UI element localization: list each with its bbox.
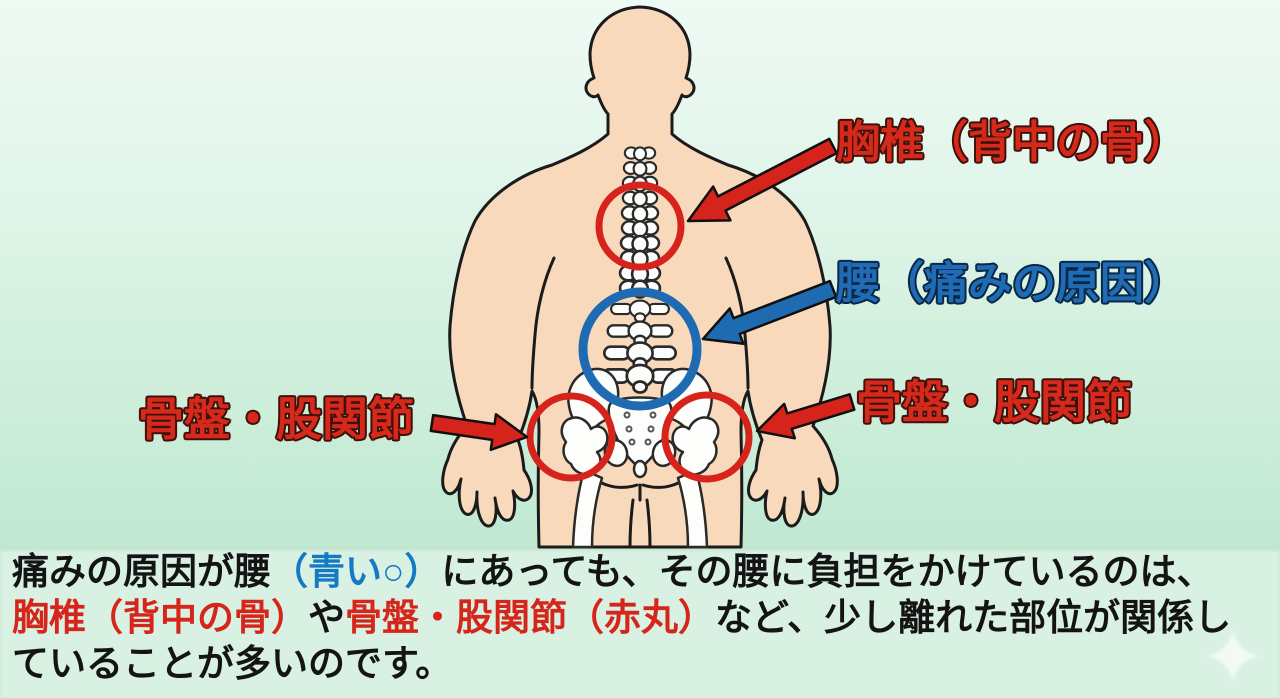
caption-text: 痛みの原因が腰（青い○）にあっても、その腰に負担をかけているのは、 胸椎（背中の… [12, 549, 1280, 687]
pelvis-right-arrow [755, 393, 856, 440]
label-lumbar: 腰（痛みの原因） [836, 259, 1188, 308]
label-pelvis-right: 骨盤・股関節 [856, 376, 1132, 428]
sparkle-icon [1205, 629, 1261, 683]
lumbar-arrow [701, 279, 838, 346]
thoracic-arrow [686, 137, 838, 223]
thoracic-marker-circle [595, 181, 685, 271]
caption-segment: 痛みの原因が腰 [12, 551, 271, 592]
skeleton [560, 146, 720, 549]
caption-segment: にあっても、その腰に負担をかけているのは、 [441, 551, 1214, 592]
caption-segment: や [308, 597, 345, 638]
caption-segment: など、少し離れた部位が関係し [715, 597, 1232, 638]
caption-segment: ていることが多いのです。 [12, 643, 453, 684]
hip-right-marker-circle [661, 391, 753, 483]
caption-segment-red: 胸椎（背中の骨） [12, 597, 308, 638]
pelvis-left-arrow [429, 412, 529, 452]
caption-segment-blue: （青い○） [271, 551, 442, 592]
caption-line-3: ていることが多いのです。 [12, 641, 1280, 687]
label-thoracic: 胸椎（背中の骨） [836, 118, 1188, 167]
femurs [560, 416, 720, 549]
caption-panel [0, 547, 1280, 698]
hip-left-marker-circle [526, 392, 616, 482]
caption-line-2: 胸椎（背中の骨）や骨盤・股関節（赤丸）など、少し離れた部位が関係し [12, 595, 1280, 641]
lumbar-marker-circle [578, 287, 702, 411]
label-pelvis-left: 骨盤・股関節 [138, 393, 414, 445]
sacral-foramina [623, 411, 657, 446]
caption-line-1: 痛みの原因が腰（青い○）にあっても、その腰に負担をかけているのは、 [12, 549, 1280, 595]
coccyx [632, 459, 648, 479]
caption-segment-red: 骨盤・股関節（赤丸） [345, 597, 715, 638]
body-crease-lines [530, 256, 750, 549]
